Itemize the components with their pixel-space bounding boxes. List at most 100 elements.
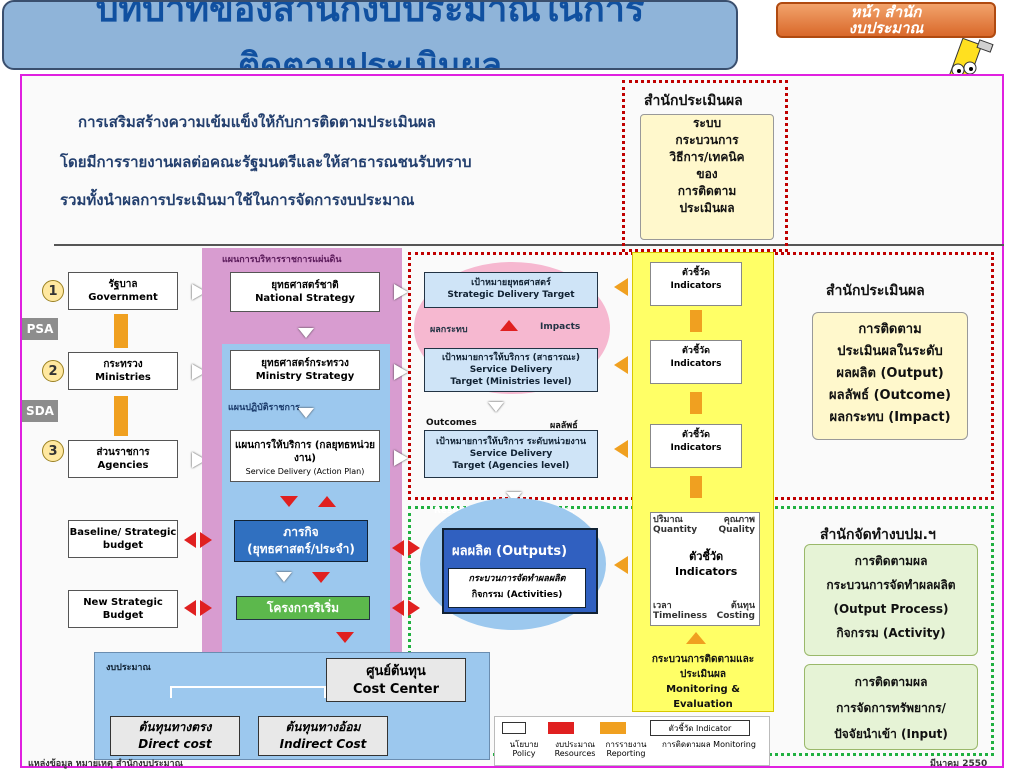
top-eval-line: กระบวนการ	[675, 133, 739, 147]
legend-policy: นโยบาย Policy	[509, 740, 539, 758]
red-right-arrow-icon	[408, 600, 420, 616]
outputs-activities: กิจกรรม (Activities)	[471, 590, 563, 600]
footer-date: มีนาคม 2550	[930, 759, 988, 769]
top-eval-box: ระบบ กระบวนการ วิธีการ/เทคนิค ของ การติด…	[640, 114, 774, 240]
footer-source: แหล่งข้อมูล หมายเหตุ สำนักงบประมาณ	[28, 759, 183, 769]
white-right-arrow-icon	[394, 284, 408, 300]
legend-monitoring: การติดตามผล Monitoring	[662, 740, 756, 749]
direct-th: ต้นทุนทางตรง	[138, 720, 212, 734]
strategy-th: ยุทธศาสตร์กระทรวง	[261, 358, 349, 369]
orange-link-icon	[690, 310, 702, 332]
outcomes-en: Outcomes	[426, 418, 477, 428]
plan-line: กระบวนการจัดทำผลผลิต	[826, 578, 956, 592]
target-th: เป้าหมายยุทธศาสตร์	[471, 278, 551, 288]
level-th: รัฐบาล	[108, 279, 138, 290]
white-down-arrow-icon	[298, 328, 314, 338]
right-eval-line: การติดตาม	[858, 322, 922, 337]
cost-flow-line	[170, 686, 326, 698]
level-en: Government	[88, 292, 158, 303]
q-th: เวลา	[653, 601, 672, 611]
indicator-box: ตัวชี้วัด Indicators	[650, 340, 742, 384]
mission-box: ภารกิจ (ยุทธศาสตร์/ประจำ)	[234, 520, 368, 562]
legend-resources: งบประมาณ Resources	[554, 740, 596, 758]
right-eval-line: ประเมินผลในระดับ	[837, 344, 943, 359]
level-box-government: รัฐบาล Government	[68, 272, 178, 310]
indirect-cost-box: ต้นทุนทางอ้อม Indirect Cost	[258, 716, 388, 756]
target-en: Target (Ministries level)	[450, 377, 572, 387]
outputs-title: ผลผลิต (Outputs)	[452, 544, 568, 559]
strategy-en: Ministry Strategy	[255, 371, 355, 382]
intro-line3: รวมทั้งนำผลการประเมินมาใช้ในการจัดการงบป…	[60, 191, 415, 209]
red-up-arrow-icon	[500, 320, 518, 331]
cost-center-th: ศูนย์ต้นทุน	[366, 664, 426, 679]
initiative-project-box: โครงการริเริ่ม	[236, 596, 370, 620]
red-left-arrow-icon	[392, 600, 404, 616]
service-delivery-plan-box: แผนการให้บริการ (กลยุทธหน่วยงาน) Service…	[230, 430, 380, 482]
indicator-en: Indicators	[670, 443, 722, 453]
slide-title-box: บทบาทของสำนักงบประมาณในการ ติดตามประเมิน…	[2, 0, 738, 70]
orange-link-icon	[690, 476, 702, 498]
new-strategic-budget-box: New Strategic Budget	[68, 590, 178, 628]
strategy-en: Service Delivery (Action Plan)	[245, 467, 365, 476]
white-right-arrow-icon	[394, 450, 408, 466]
results-en: Results	[434, 506, 472, 516]
top-eval-line: ของ	[696, 167, 718, 181]
outcomes-th: ผลลัพธ์	[550, 421, 578, 431]
indirect-th: ต้นทุนทางอ้อม	[285, 720, 361, 734]
slide-title-line1: บทบาทของสำนักงบประมาณในการ	[95, 0, 645, 30]
logo-line2: งบประมาณ	[848, 19, 924, 37]
white-down-arrow-icon	[488, 402, 504, 412]
monitoring-th: กระบวนการติดตามและประเมินผล	[651, 654, 755, 680]
strategy-th: แผนการให้บริการ (กลยุทธหน่วยงาน)	[234, 440, 376, 464]
right-plan-header: สำนักจัดทำงบปม.ฯ	[820, 527, 936, 543]
white-right-arrow-icon	[394, 364, 408, 380]
strategy-en: National Strategy	[255, 293, 355, 304]
monitoring-label: กระบวนการติดตามและประเมินผล Monitoring &…	[638, 652, 768, 710]
level-number-badge: 3	[42, 440, 64, 462]
legend-reporting: การรายงาน Reporting	[605, 740, 647, 758]
level-th: ส่วนราชการ	[96, 447, 150, 458]
monitoring-en: Monitoring & Evaluation	[666, 684, 740, 710]
level-en: Agencies	[97, 460, 149, 471]
q-en: Costing	[716, 611, 755, 621]
level-link-arrow-icon	[114, 314, 128, 348]
impacts-en: Impacts	[540, 322, 581, 332]
level-number-badge: 2	[42, 360, 64, 382]
legend-reporting-icon	[600, 722, 626, 734]
top-eval-line: การติดตาม	[677, 184, 737, 198]
target-box: เป้าหมายการให้บริการ ระดับหน่วยงาน Servi…	[424, 430, 598, 478]
level-box-ministries: กระทรวง Ministries	[68, 352, 178, 390]
intro-line2: โดยมีการรายงานผลต่อคณะรัฐมนตรีและให้สาธา…	[60, 153, 472, 171]
plan-line: ปัจจัยนำเข้า (Input)	[834, 727, 948, 741]
plan-line: การติดตามผล	[854, 554, 928, 568]
logo-line1: หน้า สำนัก	[850, 3, 922, 21]
cost-center-en: Cost Center	[352, 682, 439, 697]
q-th: คุณภาพ	[723, 515, 755, 525]
legend-indicator: ตัวชี้วัด Indicator	[650, 720, 750, 736]
impacts-th: ผลกระทบ	[430, 325, 468, 335]
right-eval-header: สำนักประเมินผล	[826, 283, 925, 299]
right-plan-box2: การติดตามผล การจัดการทรัพยากร/ ปัจจัยนำเ…	[804, 664, 978, 750]
level-number-badge: 1	[42, 280, 64, 302]
q-th: ปริมาณ	[653, 515, 683, 525]
target-en: Strategic Delivery Target	[447, 290, 575, 300]
action-plan-label: แผนปฏิบัติราชการ	[228, 403, 300, 413]
orange-left-arrow-icon	[614, 556, 628, 574]
top-eval-header: สำนักประเมินผล	[644, 93, 743, 109]
red-down-arrow-icon	[336, 632, 354, 643]
top-eval-line: ประเมินผล	[679, 201, 735, 215]
right-plan-box1: การติดตามผล กระบวนการจัดทำผลผลิต (Output…	[804, 544, 978, 656]
indicator-box: ตัวชี้วัด Indicators	[650, 262, 742, 306]
red-right-arrow-icon	[200, 600, 212, 616]
q-en: Timeliness	[653, 611, 708, 621]
red-left-arrow-icon	[184, 532, 196, 548]
indirect-en: Indirect Cost	[279, 737, 367, 751]
white-down-arrow-icon	[298, 408, 314, 418]
divider-line	[54, 244, 1004, 246]
red-left-arrow-icon	[184, 600, 196, 616]
